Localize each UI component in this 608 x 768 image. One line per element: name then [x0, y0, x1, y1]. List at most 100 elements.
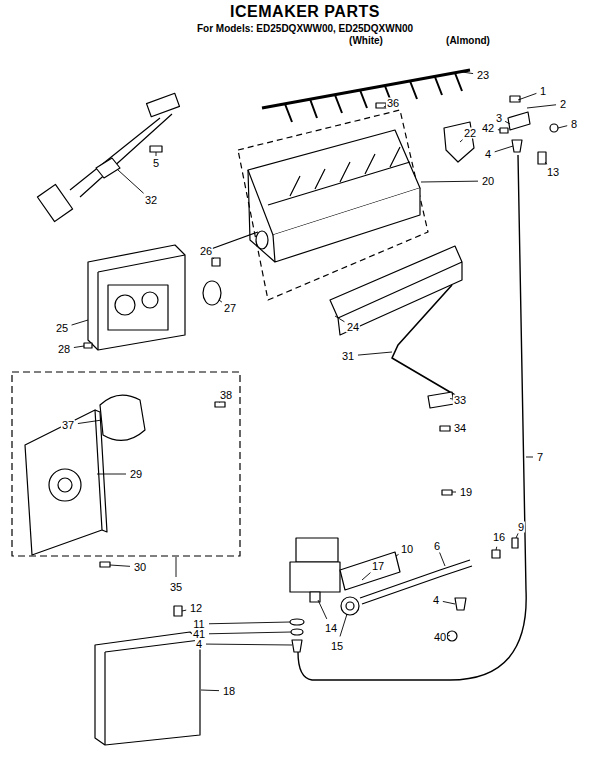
callout-number: 23: [476, 70, 490, 81]
leader-line: [452, 492, 456, 493]
screw: [376, 103, 386, 108]
leader-line: [440, 552, 445, 566]
leader-line: [209, 632, 291, 634]
callout-number: 31: [341, 351, 355, 362]
water-valve: [290, 538, 472, 615]
callout-number: 7: [536, 452, 544, 463]
title: ICEMAKER PARTS: [230, 4, 380, 20]
callout-number: 42: [481, 123, 495, 134]
callout-number: 16: [492, 532, 506, 543]
model-note: (White): [349, 36, 383, 46]
leader-line: [118, 170, 144, 193]
screw: [215, 402, 225, 407]
leader-line: [201, 690, 219, 692]
leader-line: [209, 622, 290, 624]
leader-line: [421, 181, 478, 183]
callout-number: 2: [559, 99, 567, 110]
callout-number: 17: [371, 561, 385, 572]
leader-line: [443, 601, 455, 604]
cover: [95, 632, 200, 745]
leader-lines: [72, 72, 568, 691]
leader-line: [318, 600, 327, 619]
shutoff-arm: [392, 285, 455, 395]
callout-number: 3: [495, 113, 503, 124]
model-note: For Models: ED25DQXWW00, ED25DQXWN00: [197, 24, 413, 34]
callout-number: 36: [386, 98, 400, 109]
callout-number: 27: [223, 303, 237, 314]
leader-line: [78, 420, 102, 424]
callout-number: 5: [152, 158, 160, 169]
callout-number: 14: [324, 623, 338, 634]
ejector: [262, 70, 470, 122]
callout-number: 26: [199, 246, 213, 257]
leader-line: [176, 557, 177, 577]
leader-line: [206, 644, 292, 646]
callout-number: 10: [400, 544, 414, 555]
leader-line: [97, 474, 126, 475]
leader-line: [527, 105, 556, 108]
callout-number: 6: [433, 541, 441, 552]
assembly-bracket: [12, 372, 240, 556]
leader-line: [518, 93, 536, 100]
leader-line: [505, 121, 510, 124]
callout-number: 12: [189, 603, 203, 614]
leader-line: [156, 152, 157, 156]
callout-number: 4: [484, 149, 492, 160]
motor-plate: [25, 410, 107, 555]
leader-line: [496, 547, 498, 550]
callout-number: 30: [133, 562, 147, 573]
leader-line: [516, 533, 518, 538]
screw: [440, 426, 450, 431]
thermostat: [203, 281, 221, 305]
clip: [212, 258, 220, 266]
callout-number: 24: [346, 322, 360, 333]
callout-number: 40: [433, 632, 447, 643]
callout-number: 22: [463, 128, 477, 139]
fittings: [174, 96, 558, 652]
stripper: [330, 246, 462, 335]
leader-line: [495, 146, 513, 152]
callout-number: 1: [539, 86, 547, 97]
callout-number: 25: [55, 323, 69, 334]
callout-number: 19: [459, 487, 473, 498]
leader-line: [335, 316, 344, 322]
leader-line: [182, 610, 186, 612]
leader-line: [74, 346, 84, 348]
leader-line: [72, 320, 88, 325]
leader-line: [558, 126, 567, 128]
leader-line: [219, 300, 222, 302]
leader-line: [498, 129, 500, 130]
callout-number: 15: [330, 641, 344, 652]
water-tube: [298, 155, 526, 680]
leader-line: [396, 554, 399, 556]
callout-number: 4: [195, 639, 203, 650]
callout-number: 38: [219, 390, 233, 401]
callout-number: 32: [144, 195, 158, 206]
callout-number: 28: [57, 344, 71, 355]
callout-number: 9: [517, 522, 525, 533]
leader-line: [526, 457, 533, 458]
callout-number: 34: [453, 423, 467, 434]
callout-number: 29: [129, 469, 143, 480]
leader-line: [447, 635, 450, 636]
leader-line: [460, 140, 463, 142]
callout-number: 35: [169, 582, 183, 593]
leader-line: [362, 573, 370, 580]
leader-line: [340, 614, 347, 636]
callout-number: 37: [61, 420, 75, 431]
leader-line: [110, 565, 130, 566]
control-head: [84, 245, 185, 350]
callout-number: 13: [546, 167, 560, 178]
callout-number: 18: [222, 686, 236, 697]
ice-mold: [200, 130, 420, 262]
arm-clip: [428, 392, 454, 408]
callout-number: 20: [481, 176, 495, 187]
callout-number: 33: [453, 395, 467, 406]
leader-line: [213, 258, 215, 260]
leader-line: [545, 162, 547, 164]
screw: [100, 562, 110, 567]
callout-number: 8: [570, 119, 578, 130]
leader-line: [219, 402, 221, 404]
